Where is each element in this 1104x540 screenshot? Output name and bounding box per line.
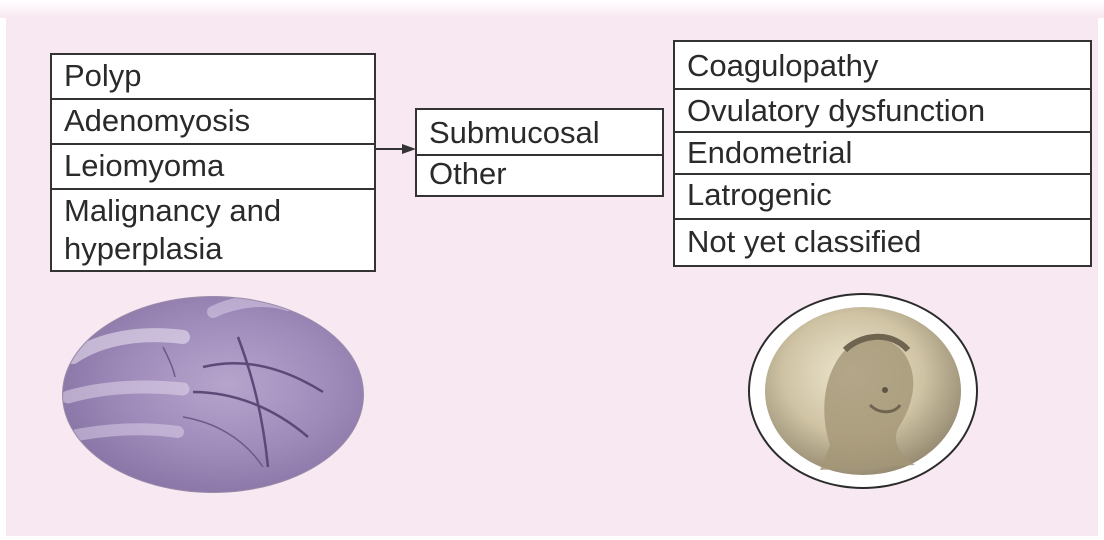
- coin-illustration: [750, 295, 976, 487]
- category-latrogenic: Latrogenic: [675, 175, 1090, 220]
- category-coagulopathy: Coagulopathy: [675, 42, 1090, 90]
- category-not-yet-classified: Not yet classified: [675, 220, 1090, 265]
- right-category-box: Coagulopathy Ovulatory dysfunction Endom…: [673, 40, 1092, 267]
- palm-illustration: [63, 297, 363, 492]
- palm-photo: [62, 296, 364, 493]
- category-endometrial: Endometrial: [675, 133, 1090, 175]
- coin-photo: [748, 293, 978, 489]
- category-ovulatory-dysfunction: Ovulatory dysfunction: [675, 90, 1090, 133]
- middle-subtype-box: Submucosal Other: [415, 108, 664, 197]
- subtype-submucosal: Submucosal: [417, 110, 662, 156]
- subtype-other: Other: [417, 156, 662, 197]
